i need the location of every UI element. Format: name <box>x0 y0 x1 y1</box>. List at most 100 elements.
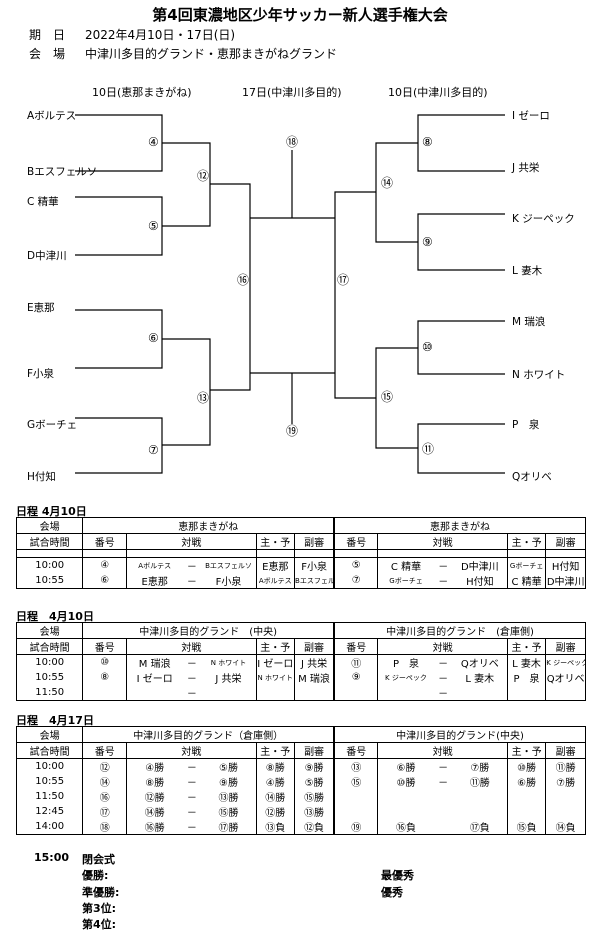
table-cell: ⑬勝 <box>294 804 335 819</box>
table-cell: I ゼーロ <box>126 670 183 685</box>
table-cell: ⑫ <box>82 758 128 774</box>
table-cell: － <box>182 573 202 589</box>
spacer-row <box>15 549 586 558</box>
table-cell: － <box>182 557 202 573</box>
table-cell: ⑩勝 <box>377 774 434 789</box>
table-cell: C 精華 <box>377 557 434 573</box>
table-cell: － <box>438 778 449 789</box>
table-cell: E恵那 <box>126 573 183 589</box>
table-cell <box>333 685 379 701</box>
venue-row: 会場 中津川多目的グランド（倉庫側） 中津川多目的グランド(中央) <box>15 726 587 743</box>
match-number: ⑱ <box>286 135 299 150</box>
table-cell: P 泉 <box>377 654 434 670</box>
match-number: ⑪ <box>422 442 435 457</box>
table-cell: ⑧勝 <box>255 758 296 774</box>
venue-right: 中津川多目的グランド(中央) <box>333 726 587 743</box>
table-cell: ⑪勝 <box>452 774 508 789</box>
venue-label: 会 場 <box>29 47 66 61</box>
table-cell: ⑭勝 <box>255 789 296 804</box>
team-right: I ゼーロ <box>512 110 550 122</box>
table-cell: ⑰ <box>82 804 128 819</box>
team-left: Gボーチェ <box>27 419 78 431</box>
table-row: 11:50－－ <box>15 685 586 701</box>
team-left: E恵那 <box>27 302 55 314</box>
table-cell: ⑨勝 <box>201 774 257 789</box>
schedule-table-2: 会場 中津川多目的グランド (中央) 中津川多目的グランド (倉庫側) 試合時間… <box>15 622 587 701</box>
team-right: L 妻木 <box>512 265 543 277</box>
table-cell: － <box>186 674 197 685</box>
table-cell: 10:00 <box>15 654 84 670</box>
table-cell: E恵那 <box>255 557 296 573</box>
table-cell: ⑯負 <box>377 819 434 835</box>
table-cell: 10:55 <box>15 573 84 589</box>
ref-header: 主・予 <box>506 742 547 759</box>
table-cell: Aボルテス <box>255 573 296 589</box>
table-cell: － <box>182 758 202 774</box>
match-number: ⑬ <box>197 391 210 406</box>
sub-header: 副審 <box>545 742 586 759</box>
match-header: 対戦 <box>377 638 508 655</box>
table-cell: ⑦ <box>333 573 379 589</box>
schedule-heading-2: 日程 4月10日 <box>16 610 94 623</box>
team-left: H付知 <box>27 471 56 483</box>
header-row: 試合時間 番号 対戦 主・予 副審 番号 対戦 主・予 副審 <box>15 742 586 759</box>
table-cell: 12:45 <box>15 804 84 819</box>
table-cell: 14:00 <box>15 819 84 835</box>
table-cell: F小泉 <box>294 557 335 573</box>
ref-header: 主・予 <box>255 638 296 655</box>
ref-header: 主・予 <box>255 742 296 759</box>
venue-value: 中津川多目的グランド・恵那まきがねグランド <box>85 47 338 61</box>
match-header: 対戦 <box>126 638 257 655</box>
table-cell: 10:00 <box>15 758 84 774</box>
table-cell: Qオリベ <box>452 654 508 670</box>
table-cell: ⑰負 <box>452 819 508 835</box>
venue-row: 会場 中津川多目的グランド (中央) 中津川多目的グランド (倉庫側) <box>15 622 587 639</box>
table-cell <box>333 804 379 819</box>
schedule-table-1: 会場 恵那まきがね 恵那まきがね 試合時間 番号 対戦 主・予 副審 番号 対戦… <box>15 517 587 589</box>
table-cell: ⑬ <box>333 758 379 774</box>
table-cell: ⑭勝 <box>126 804 183 819</box>
table-cell: － <box>186 808 197 819</box>
table-cell: ⑥勝 <box>506 774 547 789</box>
table-cell: ⑦勝 <box>452 758 508 774</box>
table-cell: ⑪勝 <box>545 758 586 774</box>
table-cell: K ジーペック <box>377 670 434 685</box>
table-cell: ⑩ <box>82 654 128 670</box>
round-label-right: 10日(中津川多目的) <box>388 86 488 99</box>
match-header: 対戦 <box>126 742 257 759</box>
table-cell <box>377 685 434 701</box>
table-cell: Bエスフェルソ <box>201 557 257 573</box>
table-cell: Gボーチェ <box>377 573 434 589</box>
match-number: ⑯ <box>237 273 250 288</box>
table-cell: ⑮勝 <box>201 804 257 819</box>
table-cell: ⑧ <box>82 670 128 685</box>
table-cell: L 妻木 <box>452 670 508 685</box>
num-header: 番号 <box>82 638 128 655</box>
closing-time: 15:00 <box>34 851 70 864</box>
team-right: N ホワイト <box>512 369 566 381</box>
table-cell: D中津川 <box>452 557 508 573</box>
table-cell: － <box>186 778 197 789</box>
ref-header: 主・予 <box>506 533 547 550</box>
table-cell: － <box>433 685 453 701</box>
match-number: ⑤ <box>148 219 159 234</box>
closing-ceremony: 閉会式 <box>82 853 115 866</box>
page-title: 第4回東濃地区少年サッカー新人選手権大会 <box>152 6 448 24</box>
table-cell: N ホワイト <box>255 670 296 685</box>
runner-up-label: 準優勝: <box>82 886 120 899</box>
tournament-bracket <box>75 114 505 474</box>
match-number: ⑨ <box>422 235 433 250</box>
table-cell: ④ <box>82 557 128 573</box>
match-number: ⑦ <box>148 443 159 458</box>
match-header: 対戦 <box>126 533 257 550</box>
header-row: 試合時間 番号 対戦 主・予 副審 番号 対戦 主・予 副審 <box>15 638 586 655</box>
table-cell: ⑨勝 <box>294 758 335 774</box>
table-cell <box>294 685 335 701</box>
team-left: Bエスフェルソ <box>27 166 98 178</box>
